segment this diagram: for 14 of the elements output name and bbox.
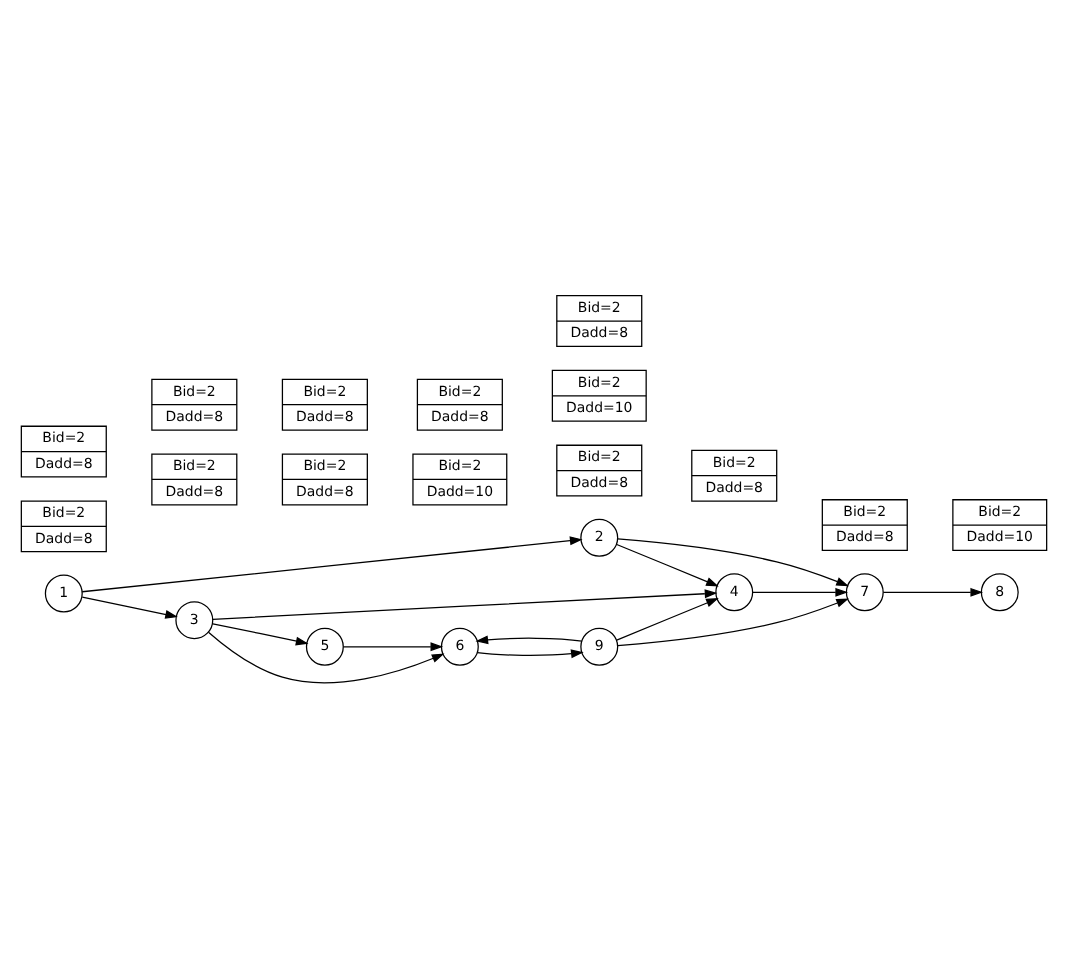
arrow [342,641,444,651]
arrow [617,597,849,646]
arrow [616,542,719,586]
arrow [207,630,445,683]
arrow [212,622,309,645]
arrow [752,586,849,596]
arrow [616,597,719,640]
arrow [476,648,584,658]
arrow [81,535,583,592]
arrow [617,537,849,586]
arrow [81,595,178,618]
arrow [475,634,583,644]
arrow [882,586,984,596]
arrow [212,588,718,619]
